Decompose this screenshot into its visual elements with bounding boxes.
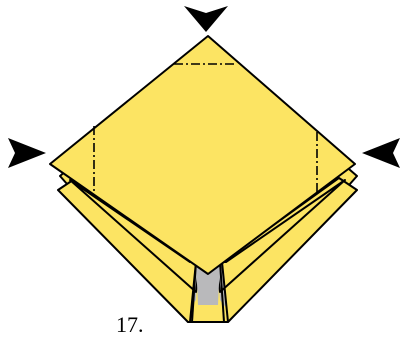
left-arrow-icon (8, 138, 46, 168)
step-number-label: 17. (116, 313, 144, 337)
right-arrow-icon (362, 138, 400, 168)
top-arrow-icon (184, 6, 228, 32)
